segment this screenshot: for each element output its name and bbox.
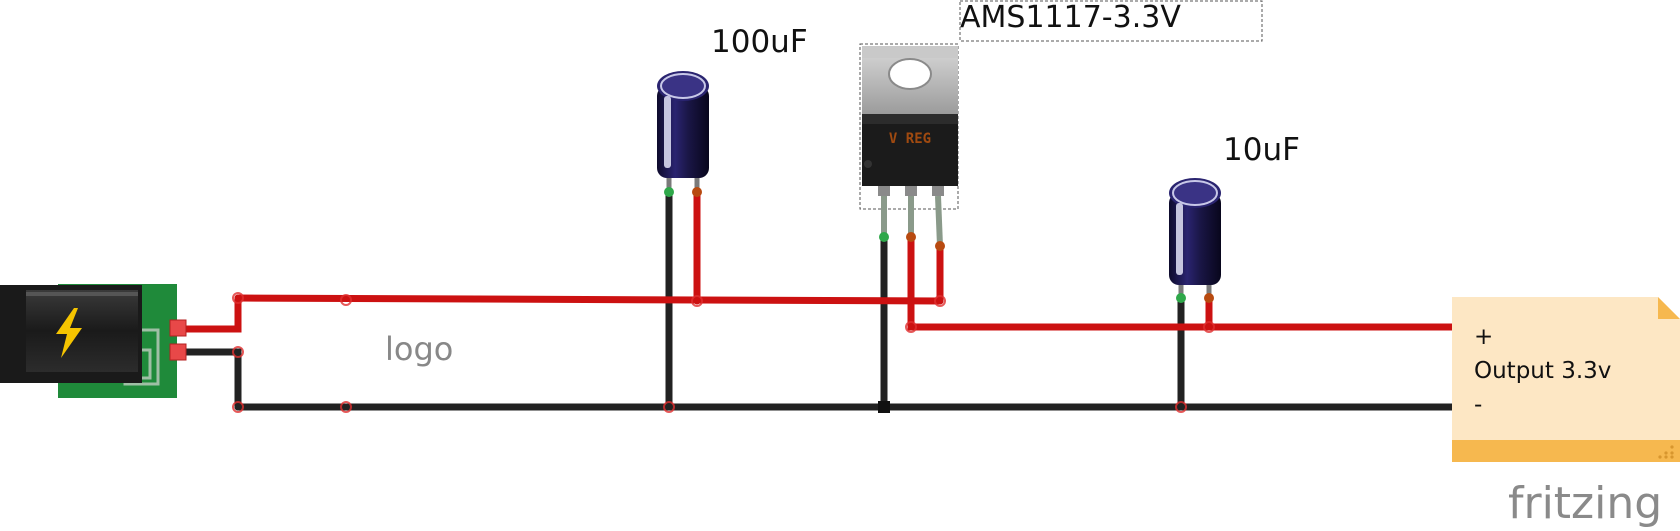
- cap1-highlight: [664, 96, 671, 168]
- jack-pin-positive[interactable]: [169, 319, 187, 337]
- note-plus-label: +: [1474, 324, 1494, 350]
- junction-dot: [691, 295, 703, 307]
- logo-text[interactable]: logo: [385, 330, 453, 368]
- regulator-pin-end: [935, 241, 945, 251]
- junction-dot: [340, 401, 352, 413]
- junction-dot: [232, 292, 244, 304]
- positive-wires: [178, 188, 1456, 333]
- jack-pin-ground[interactable]: [169, 343, 187, 361]
- regulator-leg: [878, 186, 890, 196]
- regulator-label[interactable]: AMS1117-3.3V: [960, 0, 1181, 35]
- note-bottom-bar: [1452, 440, 1680, 462]
- junction-dot: [1203, 321, 1215, 333]
- lightning-bolt-icon: [56, 308, 82, 358]
- junction-dot: [663, 401, 675, 413]
- junction-dot: [1175, 401, 1187, 413]
- junction-dot: [905, 321, 917, 333]
- cap1-pin[interactable]: [692, 187, 702, 197]
- regulator-marking: V REG: [889, 131, 931, 147]
- cap1-pin[interactable]: [664, 187, 674, 197]
- regulator-dimple: [864, 160, 872, 168]
- cap2-value-label[interactable]: 10uF: [1223, 132, 1300, 168]
- cap1-top-ring: [660, 73, 706, 99]
- capacitor-100uf[interactable]: [657, 71, 709, 197]
- ground-junction-regulator: [878, 401, 890, 413]
- junction-dot: [934, 295, 946, 307]
- junction-markers: [232, 292, 1215, 413]
- regulator-mount-hole: [888, 58, 932, 90]
- junction-dot: [232, 401, 244, 413]
- regulator-tab-top: [862, 46, 958, 58]
- note-title: Output 3.3v: [1474, 358, 1612, 384]
- regulator-pin-end: [906, 232, 916, 242]
- cap2-pin[interactable]: [1176, 293, 1186, 303]
- jack-barrel: [26, 290, 138, 372]
- output-note[interactable]: [1452, 297, 1680, 462]
- regulator-label-box: [959, 0, 1263, 42]
- cap1-value-label[interactable]: 100uF: [711, 24, 808, 60]
- regulator-pin-input[interactable]: [935, 195, 943, 247]
- capacitor-10uf[interactable]: [1169, 178, 1221, 303]
- vout-wire-reg[interactable]: [907, 233, 1456, 331]
- jack-barrel-highlight: [26, 292, 138, 296]
- cap2-highlight: [1176, 203, 1183, 275]
- regulator-body-band: [862, 114, 958, 124]
- cap2-top-ring: [1172, 180, 1218, 206]
- regulator-body: [862, 114, 958, 186]
- cap2-pin[interactable]: [1204, 293, 1214, 303]
- regulator-leg: [905, 186, 917, 196]
- vin-bus[interactable]: [234, 294, 944, 305]
- note-corner-fold: [1658, 297, 1680, 319]
- regulator-pin-end: [879, 232, 889, 242]
- dc-power-jack[interactable]: [0, 284, 187, 398]
- note-resize-grip[interactable]: [1658, 445, 1674, 459]
- output-note-text: + Output 3.3v -: [1474, 320, 1611, 422]
- voltage-regulator[interactable]: V REG: [859, 43, 959, 251]
- junction-dot: [232, 346, 244, 358]
- vin-wire-jack[interactable]: [178, 294, 242, 333]
- note-paper: [1452, 297, 1680, 440]
- ground-wire-jack[interactable]: [178, 348, 242, 411]
- regulator-leg: [932, 186, 944, 196]
- junction-dot: [340, 294, 352, 306]
- note-minus-label: -: [1474, 392, 1483, 418]
- fritzing-logo: fritzing: [1508, 478, 1662, 529]
